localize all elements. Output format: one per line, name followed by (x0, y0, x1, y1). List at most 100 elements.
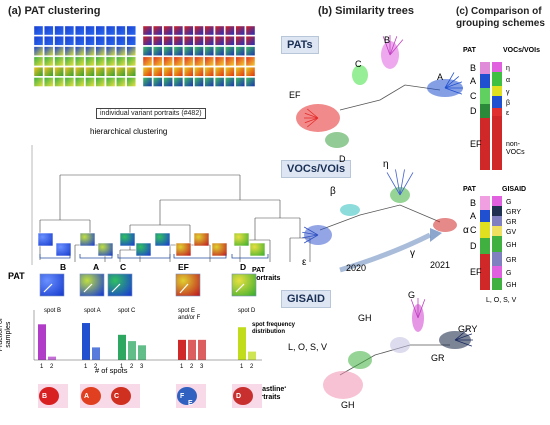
variant-portrait (64, 46, 75, 56)
cluster-portrait (55, 242, 72, 257)
variant-portrait (54, 46, 64, 56)
variant-portrait (74, 77, 85, 87)
top-voc-label: η (506, 65, 510, 72)
bar-ef-1 (178, 339, 186, 360)
variant-portrait (142, 77, 153, 87)
tree-tag-pats: PATs (281, 36, 319, 54)
cluster-portrait (97, 242, 114, 257)
voc-tree-branch (303, 226, 319, 236)
pat-tree-branch (444, 76, 460, 89)
variant-portrait (163, 56, 173, 67)
pat-label: PAT (8, 271, 25, 281)
bottom-left-header: PAT (463, 186, 476, 193)
pat-tree-branch (389, 39, 404, 56)
variant-portrait (142, 25, 153, 36)
coast-letter-c: C (114, 393, 119, 400)
variant-portrait (153, 46, 163, 56)
bottom-pat-seg-ef (480, 254, 490, 290)
variant-portrait (235, 25, 245, 36)
variant-portrait (225, 25, 235, 36)
top-voc-label: ε (506, 110, 509, 117)
voc-tree-branch (399, 169, 405, 196)
variant-portrait (54, 66, 64, 77)
pat-tree-branch (307, 117, 319, 128)
group-bracket (117, 254, 171, 259)
variant-portrait (214, 66, 225, 77)
gisaid-tree-branch (417, 299, 426, 319)
bottom-gisaid-label: GH (506, 242, 517, 249)
group-label-c: C (120, 262, 126, 272)
clustering-label: hierarchical clustering (90, 127, 168, 136)
bar-tick: 1 (240, 364, 244, 370)
bar-b-2 (48, 356, 56, 360)
top-voc-seg (492, 62, 502, 72)
bottom-gisaid-seg (492, 252, 502, 266)
gisaid-tree-branch (410, 299, 419, 319)
coast-letter-e: E (188, 400, 193, 407)
variant-portrait (116, 77, 126, 87)
variant-portrait (64, 36, 75, 46)
variant-portrait (173, 46, 184, 56)
variant-portrait (194, 66, 204, 77)
cluster-portrait (233, 232, 250, 247)
spot-label: spot D (238, 308, 256, 314)
variant-portrait (204, 66, 215, 77)
top-voc-seg (492, 108, 502, 116)
tree2-label-epsilon: ε (302, 257, 307, 268)
variant-portrait (126, 66, 136, 77)
variant-portrait (85, 36, 95, 46)
spot-label: and/or F (178, 315, 201, 321)
coast-letter-b: B (42, 393, 47, 400)
variant-portrait (163, 77, 173, 87)
tree2-label-alpha: α (463, 225, 469, 236)
top-voc-seg (492, 86, 502, 96)
bar-b-1 (38, 324, 46, 360)
cluster-portrait (193, 232, 210, 247)
variant-portrait (214, 25, 225, 36)
tree2-label-gamma: γ (410, 248, 415, 259)
bottom-pat-seg-d (480, 238, 490, 254)
bar-ef-3 (198, 339, 206, 360)
gisaid-tree-cluster-gh (323, 371, 363, 399)
variant-portrait (74, 56, 85, 67)
bar-tick: 1 (40, 364, 44, 370)
variant-portrait (54, 77, 64, 87)
variant-portrait (183, 56, 194, 67)
variant-portrait (235, 56, 245, 67)
bottom-pat-label: EF (470, 267, 482, 277)
gisaid-tree-cluster-gr (390, 337, 410, 353)
variant-portrait (64, 77, 75, 87)
cluster-portrait (119, 232, 136, 247)
top-voc-label: α (506, 77, 510, 84)
variant-portrait (153, 66, 163, 77)
top-pat-seg-d (480, 104, 490, 118)
gisaid-tree-branch (454, 333, 473, 341)
variant-portrait (126, 46, 136, 56)
bottom-gisaid-seg (492, 196, 502, 206)
variant-portrait (153, 77, 163, 87)
variant-portrait (64, 25, 75, 36)
bar-c-1 (118, 334, 126, 360)
tree3-label-gr: GR (431, 353, 445, 363)
group-bracket (173, 254, 227, 259)
group-bracket (39, 254, 71, 259)
variant-portrait (142, 56, 153, 67)
bar-tick: 3 (140, 364, 144, 370)
bar-ef-2 (188, 339, 196, 360)
cluster-portrait (135, 242, 152, 257)
pat-tree-branch (304, 112, 319, 119)
variant-portrait (235, 66, 245, 77)
bar-c-3 (138, 345, 146, 360)
variant-portrait (173, 66, 184, 77)
coastline-spot (111, 387, 131, 405)
top-voc-label: VOCs (506, 149, 525, 156)
variant-portrait (105, 46, 116, 56)
variant-portrait (33, 36, 44, 46)
time-arrow (339, 232, 432, 273)
variant-portrait (225, 66, 235, 77)
bar-tick: 1 (84, 364, 88, 370)
tree3-label-gry: GRY (458, 324, 478, 334)
pat-tree-branch (304, 117, 319, 124)
